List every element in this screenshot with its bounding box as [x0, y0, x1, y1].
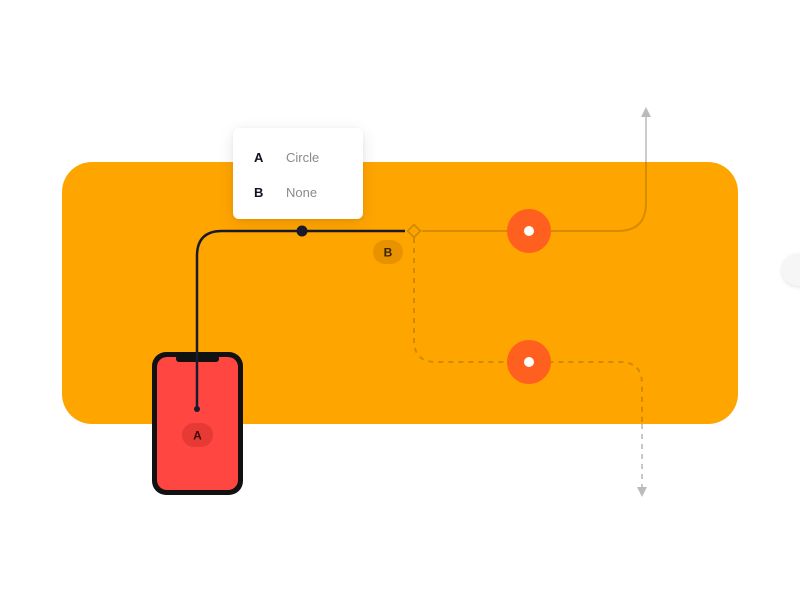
- chip-b: [373, 240, 403, 264]
- legend-key-b: B: [254, 184, 264, 200]
- legend-row-b[interactable]: B None: [233, 182, 363, 202]
- chip-a: [182, 423, 213, 447]
- start-point-dot: [194, 406, 200, 412]
- arrow-down-icon: [637, 487, 647, 497]
- legend-value-b: None: [286, 184, 318, 200]
- side-toggle-handle[interactable]: [782, 254, 800, 286]
- connector-line-upper: [422, 118, 647, 232]
- legend-key-a: A: [254, 149, 264, 165]
- connector-line-dashed: [413, 238, 643, 424]
- connector-line-active: [195, 229, 405, 409]
- chip-b-label: B: [384, 246, 393, 260]
- legend-row-a[interactable]: A Circle: [233, 147, 363, 167]
- arrow-up-icon: [641, 107, 651, 117]
- chip-a-label: A: [193, 429, 202, 443]
- node-upper-dot: [524, 226, 534, 236]
- node-lower-dot: [524, 357, 534, 367]
- diamond-icon[interactable]: [406, 223, 422, 239]
- legend-value-a: Circle: [286, 149, 320, 165]
- circle-dot-icon[interactable]: [296, 225, 308, 237]
- marker-legend-popover: [233, 128, 363, 219]
